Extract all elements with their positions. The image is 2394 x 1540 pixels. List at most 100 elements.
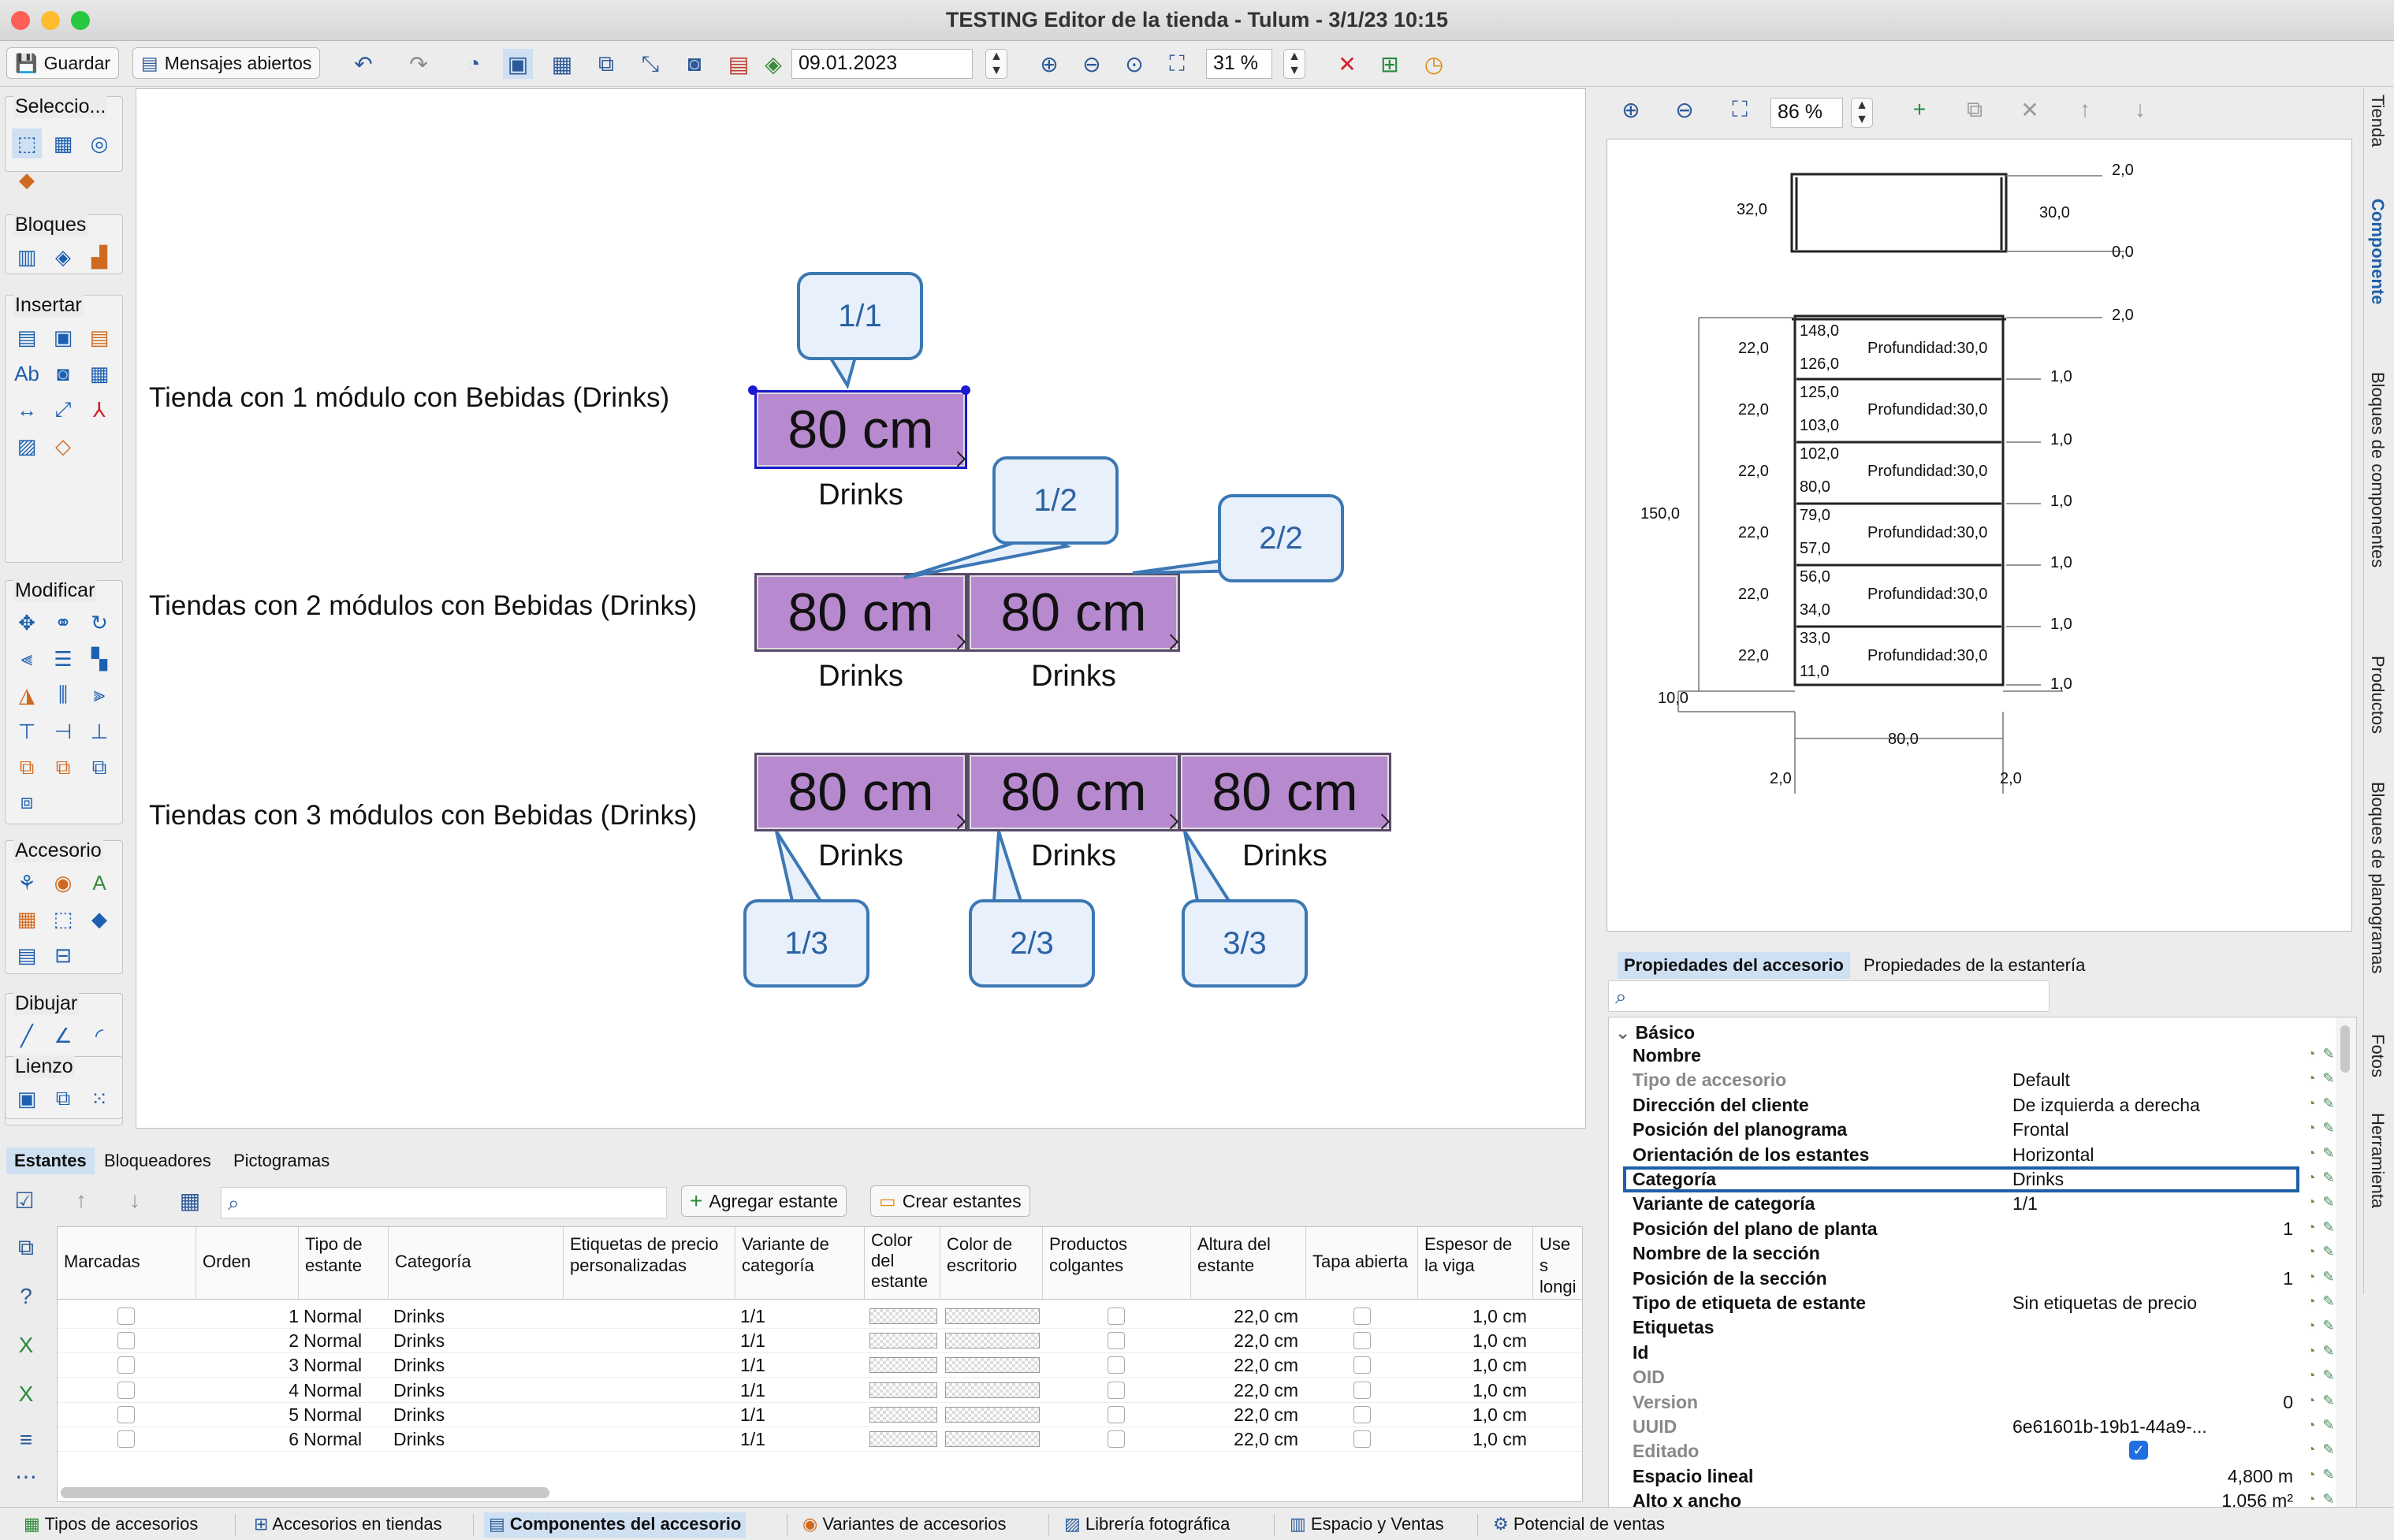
selection-handle[interactable] bbox=[961, 385, 970, 395]
reset-icon[interactable]: ◔ bbox=[2307, 1095, 2316, 1111]
grid-arrange-icon[interactable]: ▚ bbox=[91, 646, 107, 671]
zoom-fit-icon[interactable]: ⛶ bbox=[1732, 96, 1748, 121]
accessory-add-icon[interactable]: ◆ bbox=[91, 906, 107, 931]
edit-icon[interactable]: ✎ bbox=[2322, 1170, 2335, 1185]
create-shelves-button[interactable]: ▭Crear estantes bbox=[870, 1185, 1030, 1217]
zoom-out-icon[interactable]: ⊖ bbox=[1675, 97, 1694, 122]
shelf-module[interactable]: 80 cm bbox=[1178, 753, 1391, 831]
property-value[interactable]: Sin etiquetas de precio bbox=[2012, 1293, 2197, 1313]
date-stepper[interactable]: ▲▼ bbox=[985, 49, 1007, 79]
edit-icon[interactable]: ✎ bbox=[2322, 1244, 2335, 1260]
marked-checkbox[interactable] bbox=[117, 1308, 135, 1325]
move-up-icon[interactable]: ↑ bbox=[2079, 97, 2091, 121]
move-down-icon[interactable]: ↓ bbox=[129, 1188, 140, 1212]
connect-icon[interactable]: ⤡ bbox=[641, 50, 660, 76]
side-tab-component[interactable]: Componente bbox=[2368, 199, 2388, 305]
hanging-products-checkbox[interactable] bbox=[1108, 1430, 1125, 1448]
paste-icon[interactable]: ⧉ bbox=[55, 755, 71, 779]
hanging-products-checkbox[interactable] bbox=[1108, 1381, 1125, 1399]
add-shelf-button[interactable]: +Agregar estante bbox=[681, 1185, 847, 1217]
align-right-icon[interactable]: ⫸ bbox=[93, 683, 106, 706]
property-value[interactable]: 1/1 bbox=[2012, 1193, 2038, 1215]
reset-icon[interactable]: ◔ bbox=[2307, 1367, 2316, 1384]
insert-camera-icon[interactable]: ◙ bbox=[57, 361, 69, 385]
maximize-window-button[interactable] bbox=[71, 11, 90, 30]
edit-icon[interactable]: ✎ bbox=[2322, 1268, 2335, 1285]
side-tab-store[interactable]: Tienda bbox=[2368, 95, 2388, 147]
column-header[interactable]: Espesor de la viga bbox=[1418, 1227, 1533, 1300]
side-tab-component-blocks[interactable]: Bloques de componentes bbox=[2368, 372, 2388, 568]
distribute-icon[interactable]: ⫼ bbox=[58, 683, 68, 706]
edit-icon[interactable]: ✎ bbox=[2322, 1367, 2335, 1384]
reset-icon[interactable]: ◔ bbox=[2307, 1218, 2316, 1235]
marked-checkbox[interactable] bbox=[117, 1381, 135, 1399]
callout-1-3[interactable]: 1/3 bbox=[743, 899, 869, 988]
block-icon[interactable]: ▥ bbox=[17, 244, 37, 269]
edit-icon[interactable]: ✎ bbox=[2322, 1342, 2335, 1359]
insert-line-icon[interactable]: ⤢ bbox=[54, 397, 72, 421]
align-top-icon[interactable]: ⊤ bbox=[17, 719, 36, 743]
callout-2-2[interactable]: 2/2 bbox=[1218, 494, 1344, 582]
marked-checkbox[interactable] bbox=[117, 1405, 135, 1423]
section-basic[interactable]: ⌄ Básico bbox=[1615, 1022, 1696, 1043]
accessory-grid-icon[interactable]: ▦ bbox=[17, 906, 37, 931]
property-row[interactable]: OID◔✎ bbox=[1609, 1364, 2342, 1389]
callout-3-3[interactable]: 3/3 bbox=[1182, 899, 1308, 988]
edit-icon[interactable]: ✎ bbox=[2322, 1194, 2335, 1211]
accessory-ai-icon[interactable]: A bbox=[92, 870, 106, 895]
shelf-module[interactable]: 80 cm bbox=[967, 573, 1180, 652]
insert-dimension-icon[interactable]: ↔ bbox=[17, 397, 37, 422]
hanging-products-checkbox[interactable] bbox=[1108, 1308, 1125, 1325]
status-tab-sales-potential[interactable]: ⚙ Potencial de ventas bbox=[1493, 1514, 1665, 1534]
block-stack-icon[interactable]: ◈ bbox=[55, 244, 71, 269]
help-icon[interactable]: ? bbox=[20, 1284, 32, 1308]
desk-color-swatch[interactable] bbox=[945, 1333, 1040, 1349]
callout-2-3[interactable]: 2/3 bbox=[969, 899, 1095, 988]
marked-checkbox[interactable] bbox=[117, 1332, 135, 1350]
rotate-icon[interactable]: ↻ bbox=[91, 610, 108, 634]
insert-svg-icon[interactable]: ◇ bbox=[55, 433, 71, 458]
excel-icon[interactable]: X bbox=[18, 1333, 34, 1357]
property-search-input[interactable]: ⌕ bbox=[1608, 980, 2050, 1012]
callout-1-2[interactable]: 1/2 bbox=[992, 456, 1119, 545]
draw-line-icon[interactable]: ╱ bbox=[20, 1023, 33, 1047]
scrollbar-thumb[interactable] bbox=[2340, 1025, 2350, 1073]
check-icon[interactable]: ◷ bbox=[1424, 51, 1444, 76]
zoom-out-icon[interactable]: ⊖ bbox=[1082, 51, 1101, 76]
edit-icon[interactable]: ✎ bbox=[2322, 1095, 2335, 1111]
delete-icon[interactable]: ✕ bbox=[1338, 51, 1357, 76]
edit-icon[interactable]: ✎ bbox=[2322, 1392, 2335, 1408]
property-value[interactable]: Frontal bbox=[2012, 1119, 2069, 1140]
remove-icon[interactable]: ✕ bbox=[2020, 97, 2039, 122]
reset-icon[interactable]: ◔ bbox=[2307, 1144, 2316, 1161]
marked-checkbox[interactable] bbox=[117, 1430, 135, 1448]
table-scrollbar[interactable] bbox=[61, 1487, 549, 1498]
open-lid-checkbox[interactable] bbox=[1353, 1332, 1371, 1350]
move-up-icon[interactable]: ↑ bbox=[76, 1188, 87, 1212]
shelf-module[interactable]: 80 cm bbox=[967, 753, 1180, 831]
shelf-color-swatch[interactable] bbox=[869, 1308, 937, 1324]
column-header[interactable]: Marcadas bbox=[58, 1227, 196, 1300]
accessory-frame-icon[interactable]: ⬚ bbox=[53, 906, 73, 931]
export-icon[interactable]: ⊞ bbox=[1380, 51, 1399, 76]
draw-arc-icon[interactable]: ◜ bbox=[95, 1023, 104, 1047]
edit-icon[interactable]: ✎ bbox=[2322, 1318, 2335, 1334]
column-header[interactable]: Productos colgantes bbox=[1043, 1227, 1191, 1300]
column-header[interactable]: Etiquetas de precio personalizadas bbox=[564, 1227, 735, 1300]
shelf-module[interactable]: 80 cm bbox=[754, 753, 967, 831]
status-tab-accessory-variants[interactable]: ◉ Variantes de accesorios bbox=[802, 1514, 1007, 1534]
open-lid-checkbox[interactable] bbox=[1353, 1308, 1371, 1325]
open-lid-checkbox[interactable] bbox=[1353, 1405, 1371, 1423]
zoom-in-icon[interactable]: ⊕ bbox=[1621, 97, 1640, 122]
align-bottom-icon[interactable]: ⊥ bbox=[90, 719, 109, 743]
column-header[interactable]: Tapa abierta bbox=[1306, 1227, 1418, 1300]
shelves-search-input[interactable]: ⌕ bbox=[221, 1187, 667, 1218]
property-value[interactable]: De izquierda a derecha bbox=[2012, 1094, 2200, 1115]
property-scrollbar[interactable] bbox=[2336, 1017, 2356, 1512]
